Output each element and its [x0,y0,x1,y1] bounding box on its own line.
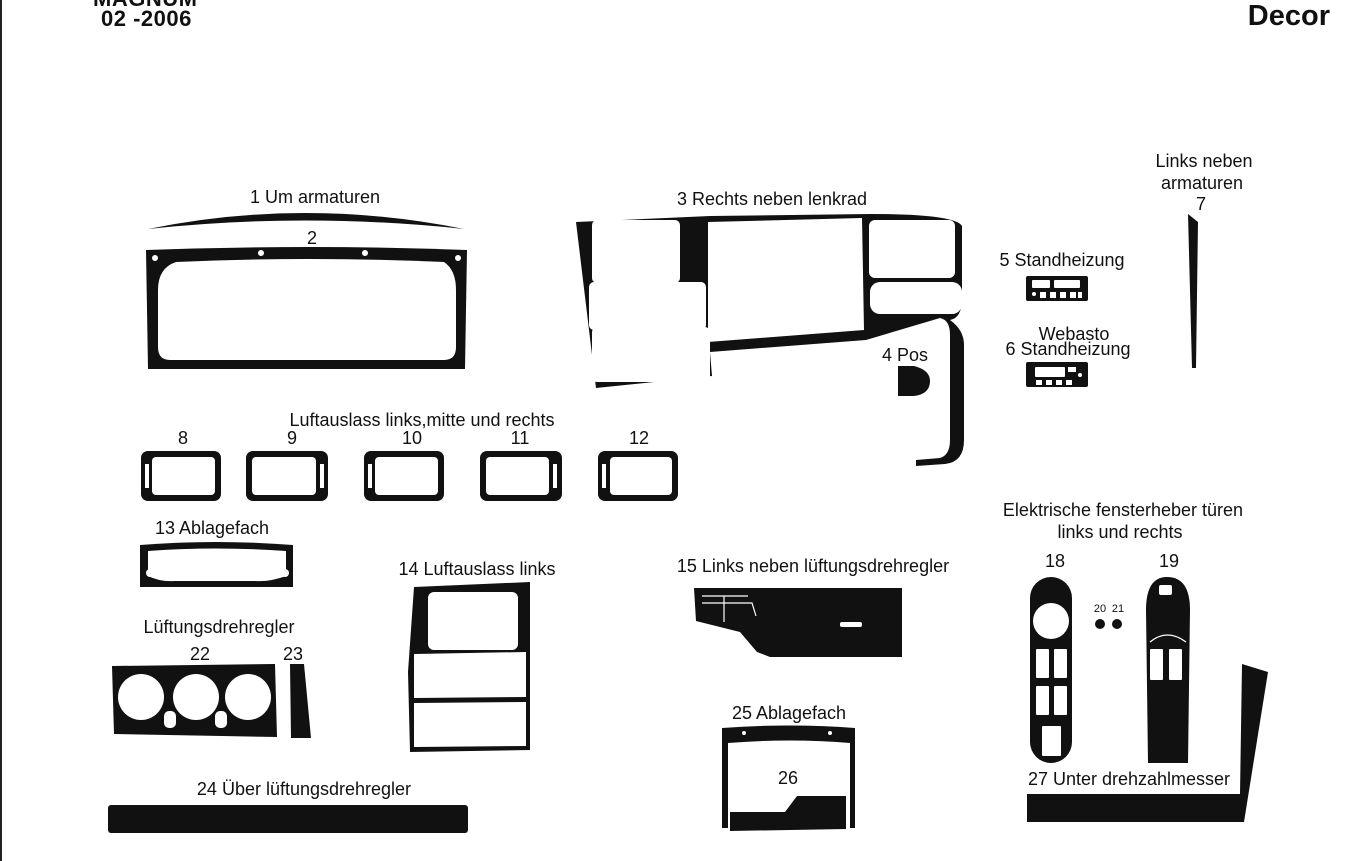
part-9-vent [246,451,328,501]
part-26-tray-insert [730,796,846,831]
label-part-18: 18 [1045,551,1065,571]
label-part-7-line1: Links neben [1155,151,1252,171]
label-part-15: 15 Links neben lüftungsdrehregler [677,556,949,576]
label-vents-title: Luftauslass links,mitte und rechts [289,410,554,430]
part-18-window-switch-left [1030,577,1072,763]
label-part-2: 2 [307,228,317,248]
label-part-3: 3 Rechts neben lenkrad [677,189,867,209]
page-left-border [0,0,2,861]
part-21-round-cap [1112,619,1122,629]
part-25-storage-tray [722,725,855,828]
part-3-right-of-steering [576,214,964,466]
brand-title: Decor [1247,0,1330,32]
part-16-switch-plate [781,615,818,640]
label-part-13: 13 Ablagefach [155,518,269,538]
label-part-5: 5 Standheizung [999,250,1124,270]
part-6-webasto-panel [1026,362,1088,387]
label-part-1: 1 Um armaturen [250,187,380,207]
label-windows-line1: Elektrische fensterheber türen [1003,500,1243,520]
label-part-27: 27 Unter drehzahlmesser [1028,769,1230,789]
label-part-26: 26 [778,768,798,788]
part-23-knob-side-strip [290,664,311,738]
part-12-vent [598,451,678,501]
model-title: MAGNUM [93,0,197,10]
label-part-25: 25 Ablagefach [732,703,846,723]
part-8-vent [141,451,221,501]
label-part-9: 9 [287,428,297,448]
label-part-10: 10 [402,428,422,448]
part-2-instrument-frame [146,247,467,369]
label-part-14: 14 Luftauslass links [398,559,555,579]
label-part-6-brand: Webasto [1039,324,1110,344]
part-13-storage-tray [140,542,293,587]
label-part-12: 12 [629,428,649,448]
label-part-24: 24 Über lüftungsdrehregler [197,779,411,799]
part-1-instrument-trim [148,213,464,229]
label-part-23: 23 [283,644,303,664]
part-24-above-knobs [108,805,468,833]
model-years: 02 -2006 [101,6,192,31]
label-part-7: 7 [1196,194,1206,214]
part-4-pos [898,366,930,396]
label-part-8: 8 [178,428,188,448]
part-10-vent [364,451,444,501]
part-22-knob-panel [112,664,277,737]
label-part-7-line2: armaturen [1161,173,1243,193]
label-part-19: 19 [1159,551,1179,571]
part-14-left-vent-panel [408,582,530,752]
part-7-left-of-instruments [1188,214,1198,368]
label-part-21: 21 [1112,603,1124,615]
part-19-window-switch-right [1146,577,1190,763]
label-part-6: 6 Standheizung [1005,339,1130,359]
label-part-11: 11 [511,428,530,448]
label-part-4: 4 Pos [882,345,928,365]
part-11-vent [480,451,562,501]
part-5-heater-panel [1026,276,1088,301]
label-part-20: 20 [1094,603,1106,615]
label-part-22: 22 [190,644,210,664]
label-windows-line2: links und rechts [1057,522,1182,542]
part-17-switch-plate [833,615,870,640]
part-20-round-cap [1095,619,1105,629]
label-knobs-title: Lüftungsdrehregler [143,617,294,637]
part-27-below-tachometer [1027,664,1268,822]
